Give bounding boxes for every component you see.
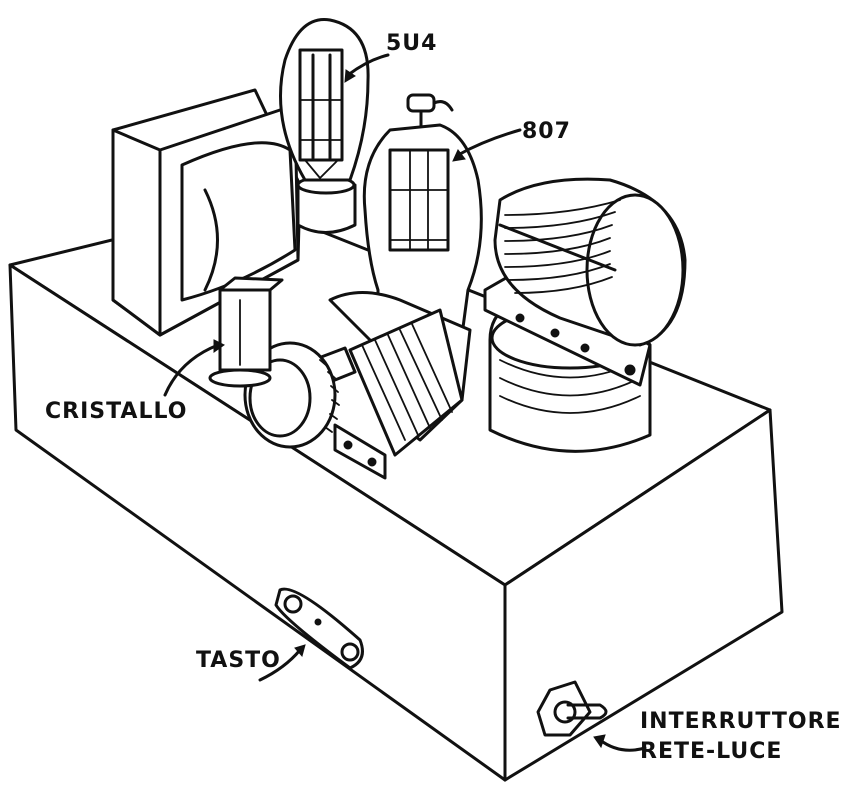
label-tasto: TASTO bbox=[196, 648, 281, 673]
leader-807 bbox=[456, 128, 522, 157]
key-jack bbox=[274, 587, 364, 670]
label-cristallo: CRISTALLO bbox=[45, 399, 187, 424]
power-transformer bbox=[111, 88, 302, 337]
label-5u4: 5U4 bbox=[386, 31, 437, 56]
leader-tasto bbox=[258, 648, 302, 682]
leader-5u4 bbox=[346, 53, 390, 77]
crystal-holder bbox=[208, 276, 284, 388]
label-rete-luce: RETE-LUCE bbox=[640, 739, 782, 764]
label-807: 807 bbox=[522, 119, 571, 144]
tube-807 bbox=[362, 93, 483, 344]
variable-capacitor bbox=[243, 291, 472, 480]
leader-lines bbox=[163, 53, 647, 752]
tube-5u4 bbox=[279, 18, 370, 234]
leader-interruttore bbox=[598, 738, 647, 752]
leader-cristallo bbox=[163, 343, 220, 397]
label-interruttore: INTERRUTTORE bbox=[640, 709, 842, 734]
tank-coil bbox=[483, 177, 687, 453]
power-switch bbox=[536, 680, 608, 737]
